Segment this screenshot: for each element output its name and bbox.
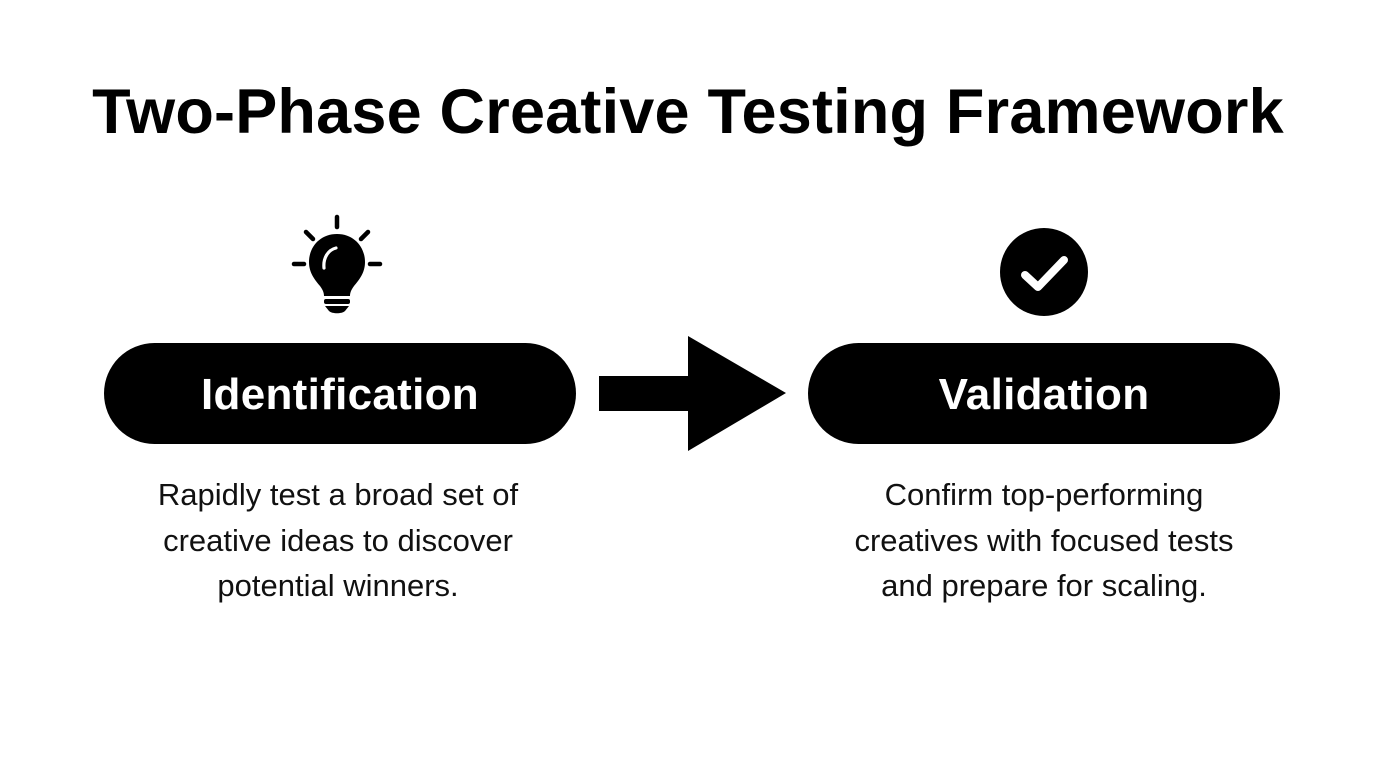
page-title: Two-Phase Creative Testing Framework [92,77,1284,147]
phase-identification-description: Rapidly test a broad set of creative ide… [78,472,598,609]
arrow-right-icon [597,334,789,459]
phase-identification-pill: Identification [104,343,576,444]
description-line: and prepare for scaling. [881,568,1207,603]
phase-validation-description: Confirm top-performing creatives with fo… [784,472,1304,609]
phase-identification-label: Identification [201,369,479,419]
phase-validation-pill: Validation [808,343,1280,444]
description-line: creatives with focused tests [854,522,1234,558]
check-circle-icon [999,227,1089,317]
description-line: potential winners. [217,568,459,603]
phase-validation-label: Validation [938,369,1150,419]
description-line: creative ideas to discover [163,522,513,558]
description-line: Confirm top-performing [884,477,1204,512]
lightbulb-icon [287,210,387,320]
description-line: Rapidly test a broad set of [157,477,519,512]
